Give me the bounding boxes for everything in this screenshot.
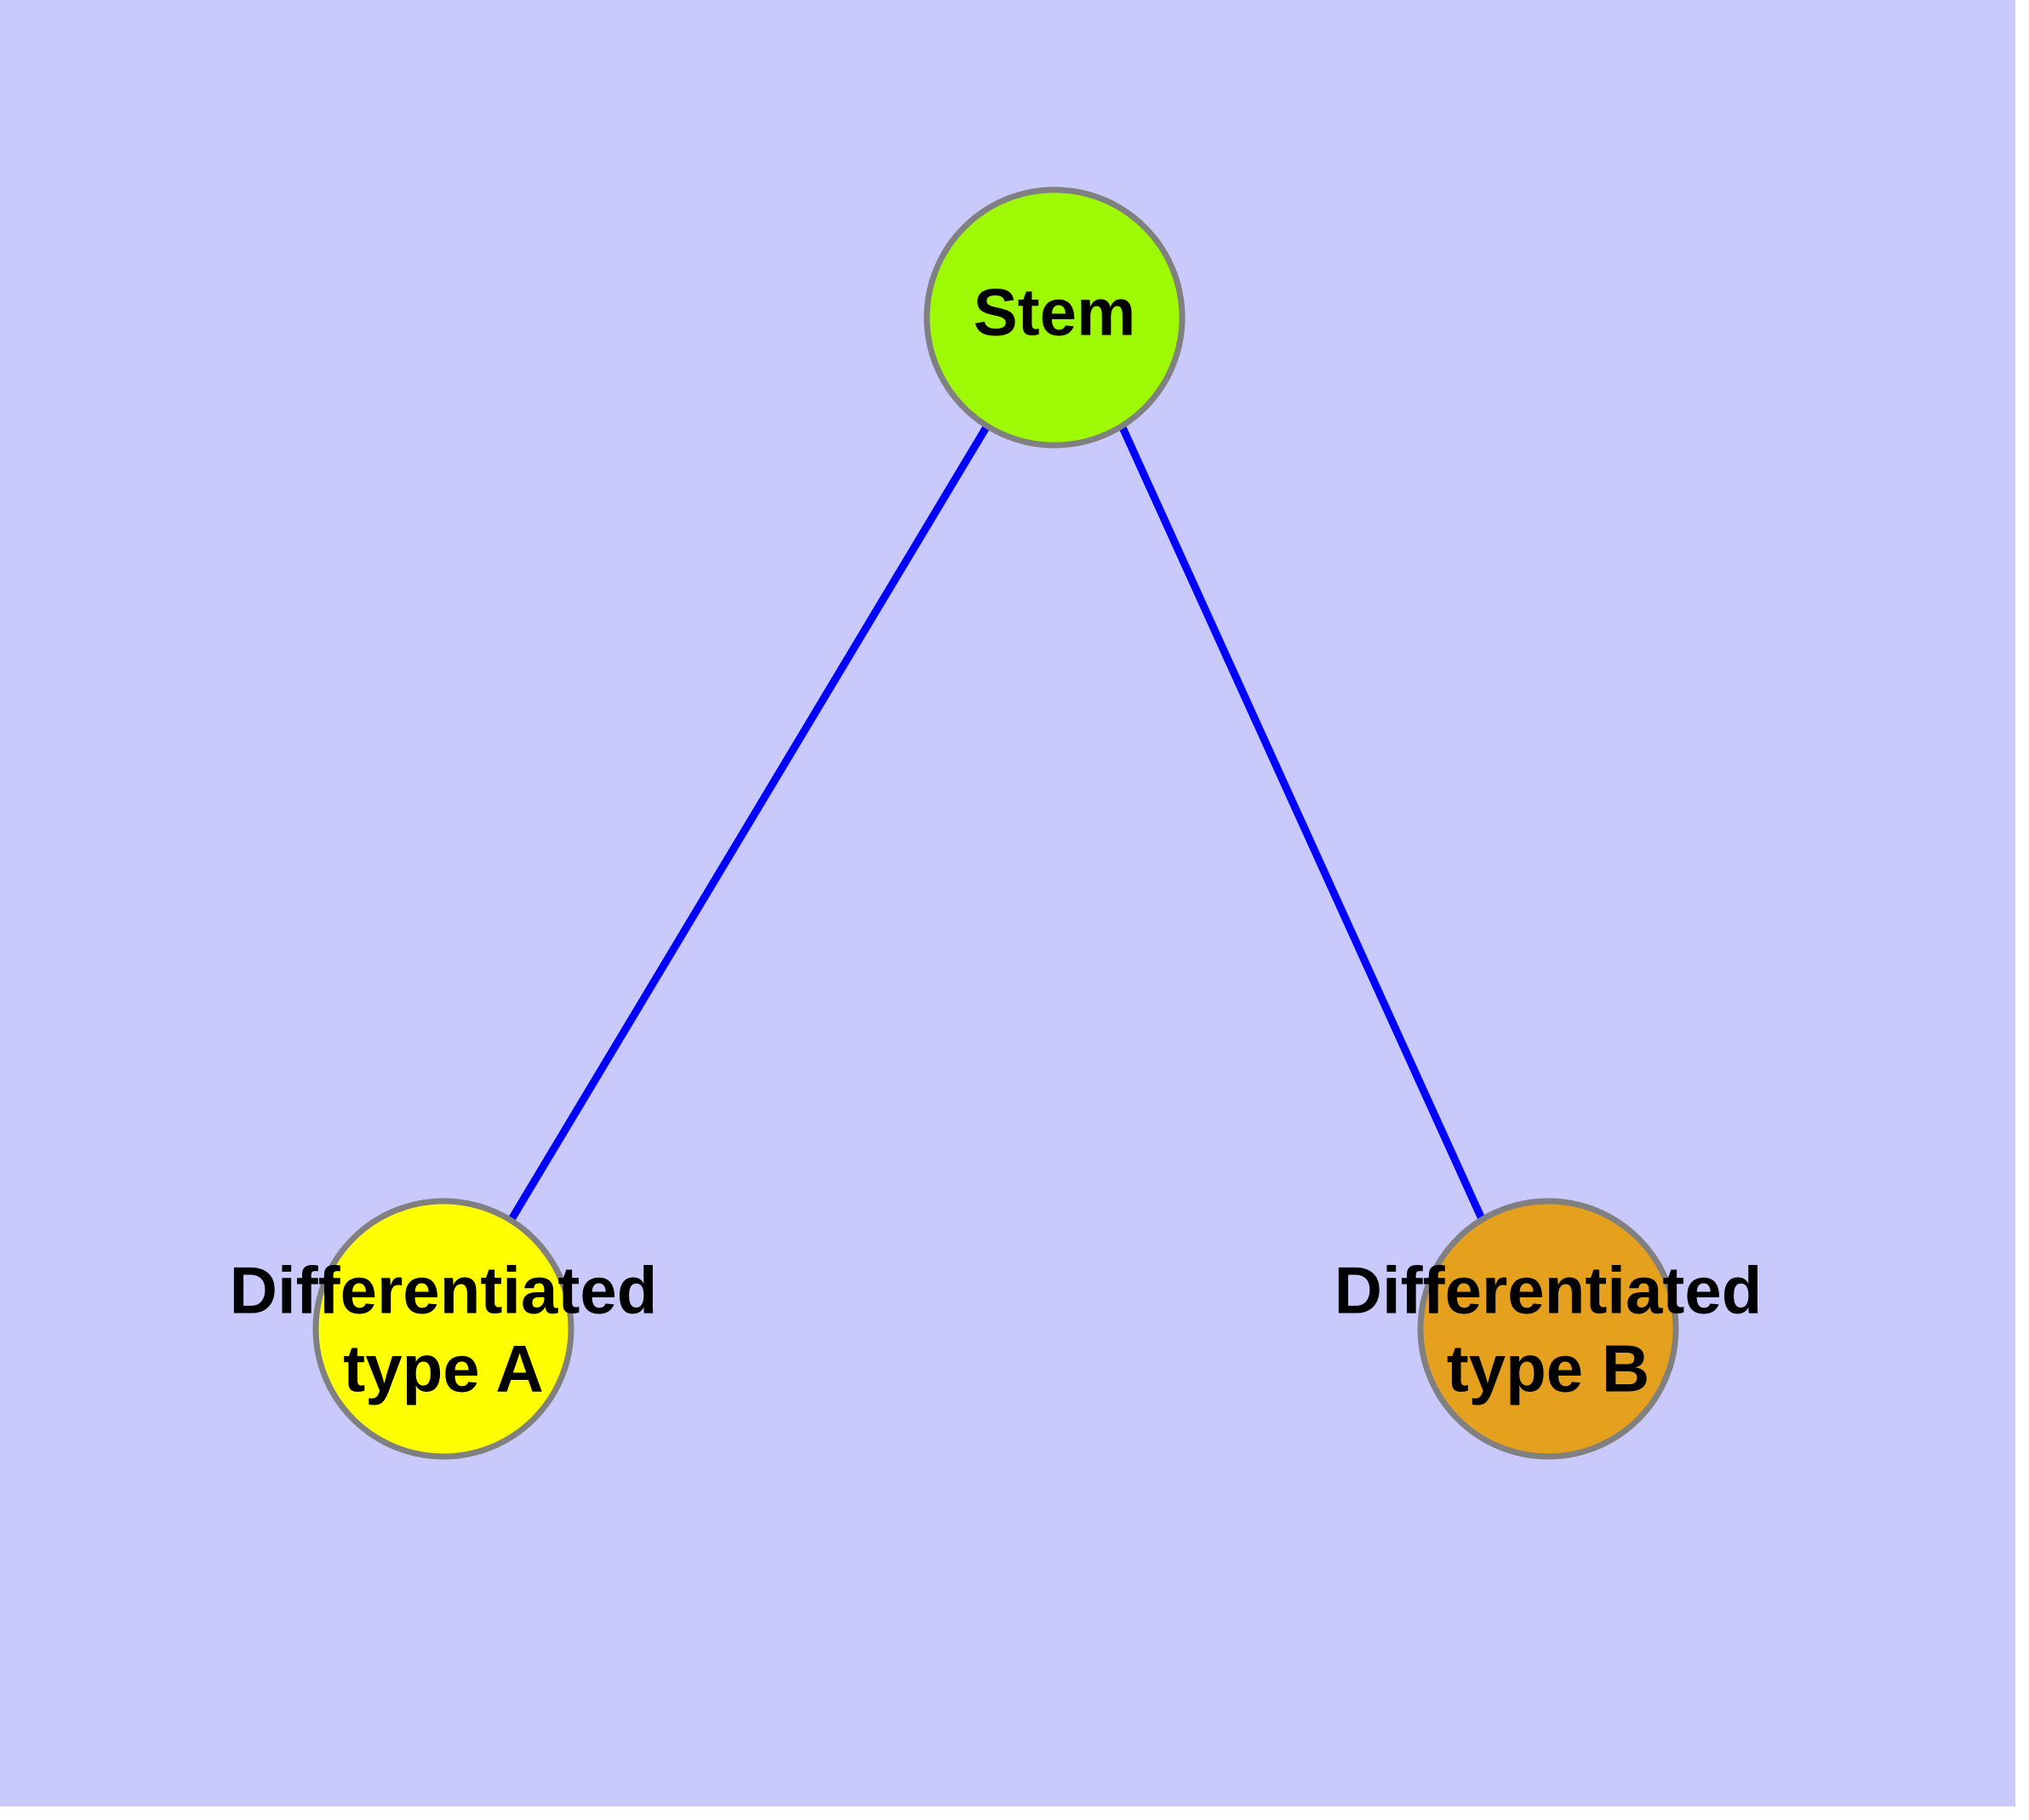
node-diff-b-label-line-2: type B bbox=[1447, 1331, 1649, 1406]
node-diff-b[interactable] bbox=[1417, 1198, 1679, 1460]
node-stem-circle[interactable] bbox=[923, 186, 1186, 449]
edge-layer bbox=[507, 423, 1487, 1223]
node-diff-b-circle[interactable] bbox=[1417, 1198, 1679, 1460]
node-diff-a[interactable] bbox=[312, 1198, 574, 1460]
node-stem[interactable] bbox=[923, 186, 1186, 449]
label-layer: Stem Differentiated type A Differentiate… bbox=[230, 275, 1763, 1406]
node-diff-a-label-line-1: Differentiated bbox=[230, 1253, 658, 1328]
node-stem-label: Stem bbox=[974, 275, 1136, 350]
node-diff-a-circle[interactable] bbox=[312, 1198, 574, 1460]
edge-stem-to-diff-b[interactable] bbox=[1117, 424, 1487, 1222]
node-diff-b-label-line-1: Differentiated bbox=[1335, 1253, 1763, 1328]
edge-stem-to-diff-a[interactable] bbox=[507, 423, 991, 1223]
node-diff-a-label-line-2: type A bbox=[343, 1331, 544, 1406]
node-layer bbox=[312, 186, 1679, 1460]
